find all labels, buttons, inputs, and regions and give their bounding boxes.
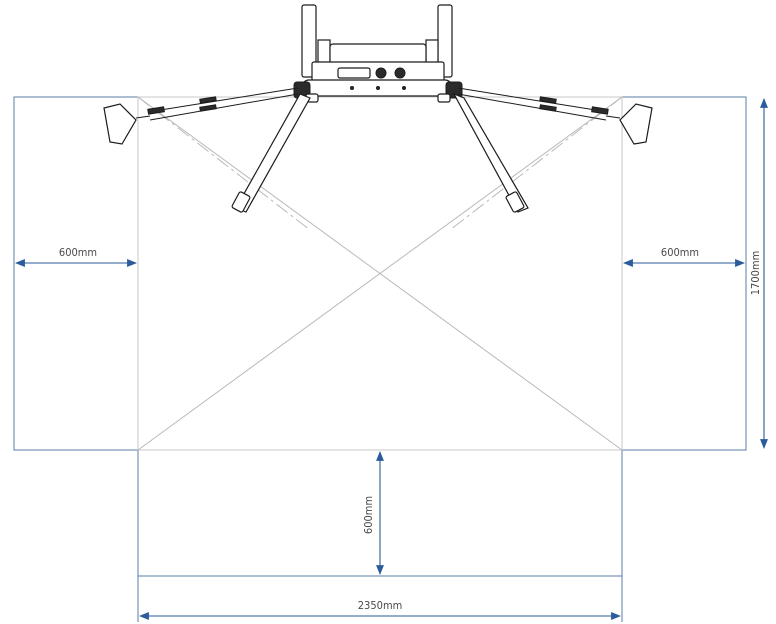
right-handle-icon [619, 103, 653, 145]
right-clearance-label: 600mm [661, 246, 699, 259]
diagonal-line-2 [137, 96, 623, 451]
left-handle-icon [103, 103, 137, 145]
control-panel [337, 67, 371, 79]
left-arm-upper [147, 87, 299, 113]
front-clearance-label: 600mm [362, 496, 375, 534]
left-handle-strap [135, 115, 151, 119]
right-arm-upper [457, 87, 609, 113]
cable-trainer-top-view-icon [103, 4, 653, 213]
depth-label: 1700mm [749, 251, 762, 295]
diagonal-guides [137, 96, 623, 451]
dimension-lines [15, 98, 768, 622]
rail-bolt-2 [376, 86, 380, 90]
left-arm-lower [149, 93, 299, 121]
rail-bolt-3 [402, 86, 406, 90]
right-arm-clamp-1 [539, 96, 557, 104]
total-width-label: 2350mm [358, 599, 402, 612]
cable-guide-left [137, 96, 311, 231]
right-arm-lower [457, 93, 607, 121]
left-clearance-zone [13, 96, 139, 451]
left-arm-clamp-3 [147, 106, 165, 115]
right-leg [452, 92, 529, 213]
rail-bolt-1 [350, 86, 354, 90]
left-clearance-label: 600mm [59, 246, 97, 259]
control-knob-left [375, 67, 387, 79]
clearance-zones [13, 96, 747, 577]
left-arm-clamp-1 [199, 96, 217, 104]
dimension-labels: 600mm 600mm 600mm 2350mm 1700mm [59, 246, 762, 612]
right-leg-foot [505, 191, 525, 213]
left-arm-clamp-2 [199, 104, 217, 112]
cable-guide-right [449, 96, 623, 231]
left-leg-foot [231, 191, 251, 213]
right-clearance-zone [621, 96, 747, 451]
machine-footprint [137, 96, 623, 451]
left-leg [235, 93, 311, 213]
control-knob-right [394, 67, 406, 79]
right-arm-clamp-2 [539, 104, 557, 112]
right-foot [437, 93, 451, 103]
right-handle-strap [605, 115, 621, 119]
right-arm-clamp-3 [591, 106, 609, 115]
left-upright [301, 4, 317, 78]
